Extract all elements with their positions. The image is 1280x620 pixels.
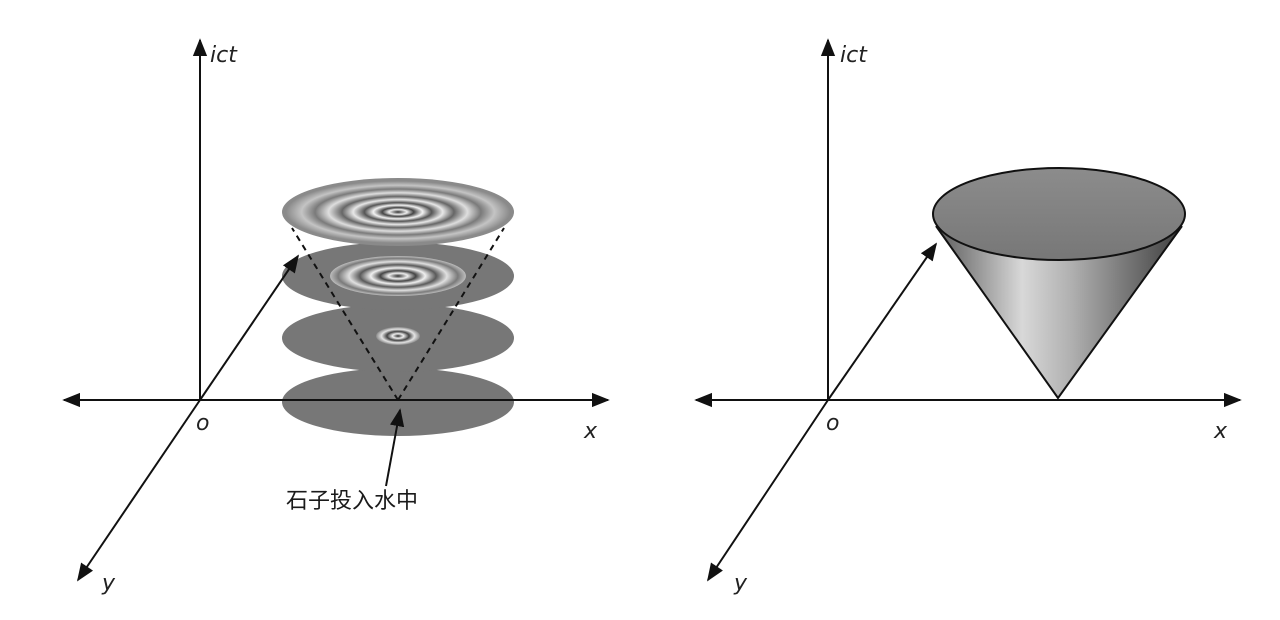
right-ict-label: ict [840,43,868,68]
left-origin-label: o [196,411,209,436]
right-axes [694,38,1242,582]
left-x-label: x [583,419,598,444]
light-cone [932,167,1186,400]
left-dashed-cone [291,227,505,401]
ripple-disk-stack [282,178,514,436]
disk-level-1-ripple [376,327,420,345]
left-y-axis [76,399,201,582]
cone-side [936,226,1182,398]
left-y-axis-upper [199,254,300,401]
right-y-axis-upper [827,242,938,401]
right-panel: ict x y o [694,38,1242,596]
disk-level-2-ripple [330,256,466,296]
left-panel: ict x y o 石子投入水中 [62,38,610,596]
annotation-label: 石子投入水中 [286,489,418,514]
left-axes [62,38,610,582]
right-x-label: x [1213,419,1228,444]
annotation-arrow [385,408,405,487]
left-ict-label: ict [210,43,238,68]
disk-level-3-ripple [286,181,510,243]
cone-top [932,167,1186,261]
right-y-axis [707,399,829,582]
left-y-label: y [101,571,116,596]
right-origin-label: o [826,411,839,436]
right-y-label: y [733,571,748,596]
